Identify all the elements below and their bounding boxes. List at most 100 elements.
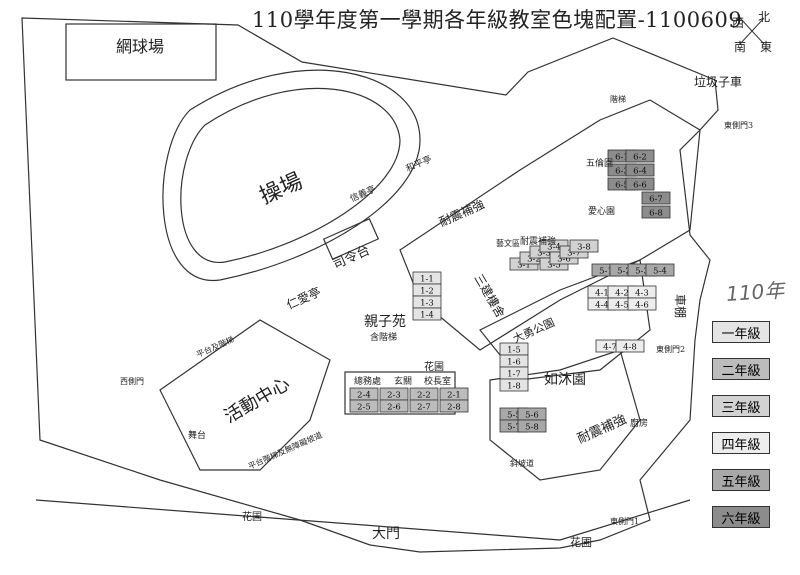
classroom-cell: [625, 177, 655, 191]
classroom-label: 3-6: [557, 255, 571, 265]
classroom-1-4: 1-4: [412, 307, 442, 321]
classroom-label: 3-1: [517, 261, 531, 271]
flower-label-1: 花圃: [242, 510, 262, 523]
classroom-2-6: 2-6: [379, 399, 409, 413]
legend-grade-4: 四年級: [712, 432, 770, 454]
classroom-2-3: 2-3: [379, 387, 409, 401]
compass-north: 北: [758, 10, 771, 24]
classroom-label: 4-2: [615, 289, 629, 299]
parent-garden-label: 親子苑: [364, 314, 406, 330]
classroom-6-4: 6-4: [625, 163, 655, 177]
classroom-label: 6-2: [633, 153, 647, 163]
classroom-cell: [641, 191, 671, 205]
legend-grade-6: 六年級: [712, 506, 770, 528]
classroom-label: 5-4: [653, 267, 667, 277]
car-label: 車棚: [673, 294, 688, 318]
classroom-label: 6-4: [633, 167, 647, 177]
stage-label: 司令台: [331, 243, 373, 273]
garbage-label: 垃圾子車: [694, 74, 742, 89]
east-gate-2-label: 東側門2: [656, 344, 685, 354]
classroom-label: 4-5: [615, 301, 629, 311]
quake-label-2: 耐震補強: [437, 197, 487, 229]
classroom-1-2: 1-2: [412, 283, 442, 297]
running-track: [162, 69, 421, 281]
classroom-6-7: 6-7: [641, 191, 671, 205]
east-gate-3-label: 東側門3: [724, 120, 753, 130]
xinyi-label: 信義亭: [348, 183, 378, 205]
classroom-label: 1-7: [507, 370, 521, 380]
legend-grade-2: 二年級: [712, 358, 770, 380]
classroom-label: 3-2: [527, 255, 541, 265]
classroom-2-4: 2-4: [349, 387, 379, 401]
classroom-1-7: 1-7: [499, 366, 529, 380]
lobby-label: 玄關: [394, 375, 412, 387]
classroom-label: 5-6: [525, 411, 539, 421]
compass-cross-icon: [739, 17, 765, 45]
classroom-2-1: 2-1: [439, 387, 469, 401]
classroom-2-7: 2-7: [409, 399, 439, 413]
compass-rose: 西 北 南 東: [732, 8, 772, 54]
classroom-label: 4-3: [635, 289, 649, 299]
corridor-label: 斜坡道: [510, 458, 534, 468]
classroom-label: 1-8: [507, 382, 521, 392]
platform-label: 平台及階梯: [195, 334, 236, 359]
classroom-label: 5-5: [507, 411, 521, 421]
classroom-5-8: 5-8: [517, 419, 547, 433]
activity-center: [159, 319, 331, 471]
ar-label: 愛心園: [588, 205, 615, 217]
classroom-cell: [645, 263, 675, 277]
classroom-label: 2-6: [387, 403, 401, 413]
classroom-3-8: 3-8: [569, 239, 599, 253]
classroom-4-8: 4-8: [615, 339, 645, 353]
map-title: 110學年度第一學期各年級教室色塊配置-1100609: [252, 8, 743, 32]
activity-label: 活動中心: [221, 373, 294, 427]
classroom-label: 5-2: [617, 267, 631, 277]
campus-boundary: [21, 17, 719, 553]
legend-grade-5: 五年級: [712, 469, 770, 491]
classroom-cell: [379, 399, 409, 413]
classroom-2-2: 2-2: [409, 387, 439, 401]
classroom-label: 3-5: [547, 261, 561, 271]
classroom-cell: [641, 205, 671, 219]
classroom-label: 1-1: [420, 275, 434, 285]
legend-grade-1: 一年級: [712, 321, 770, 343]
classroom-label: 5-7: [507, 423, 521, 433]
classroom-cell: [499, 378, 529, 392]
classroom-cell: [625, 163, 655, 177]
flower-label-2: 花圃: [570, 536, 592, 549]
dayong-label: 大勇公園: [511, 315, 557, 346]
classroom-1-8: 1-8: [499, 378, 529, 392]
classroom-5-4: 5-4: [645, 263, 675, 277]
classroom-label: 1-4: [420, 311, 434, 321]
classroom-label: 4-4: [595, 301, 609, 311]
classroom-5-6: 5-6: [517, 407, 547, 421]
classroom-label: 2-7: [417, 403, 431, 413]
quake-label-1: 耐震補強: [575, 412, 629, 447]
classroom-label: 1-3: [420, 299, 434, 309]
classroom-1-3: 1-3: [412, 295, 442, 309]
east-gate-1-label: 東側門1: [610, 516, 639, 526]
rumu-label: 如沐園: [544, 372, 586, 388]
classroom-6-8: 6-8: [641, 205, 671, 219]
renai-label: 仁愛亭: [284, 284, 323, 312]
classroom-label: 3-3: [537, 249, 551, 259]
affairs-label: 總務處: [354, 375, 381, 387]
jiyi-label: 藝文區: [496, 238, 520, 248]
kitchen-label: 廚房: [630, 417, 648, 429]
classroom-cell: [409, 399, 439, 413]
classroom-6-2: 6-2: [625, 149, 655, 163]
classroom-label: 2-2: [417, 391, 431, 401]
classroom-2-5: 2-5: [349, 399, 379, 413]
compass-west: 西: [732, 16, 745, 30]
compass-south: 南: [734, 40, 747, 54]
stairs-label: 含階梯: [370, 331, 397, 343]
classroom-label: 6-6: [633, 181, 647, 191]
west-gate-label: 西側門: [120, 376, 144, 386]
classroom-1-5: 1-5: [499, 342, 529, 356]
classroom-label: 4-6: [635, 301, 649, 311]
classroom-label: 2-4: [357, 391, 371, 401]
classroom-label: 3-8: [577, 243, 591, 253]
classroom-cell: [615, 339, 645, 353]
compass-east: 東: [760, 40, 773, 54]
